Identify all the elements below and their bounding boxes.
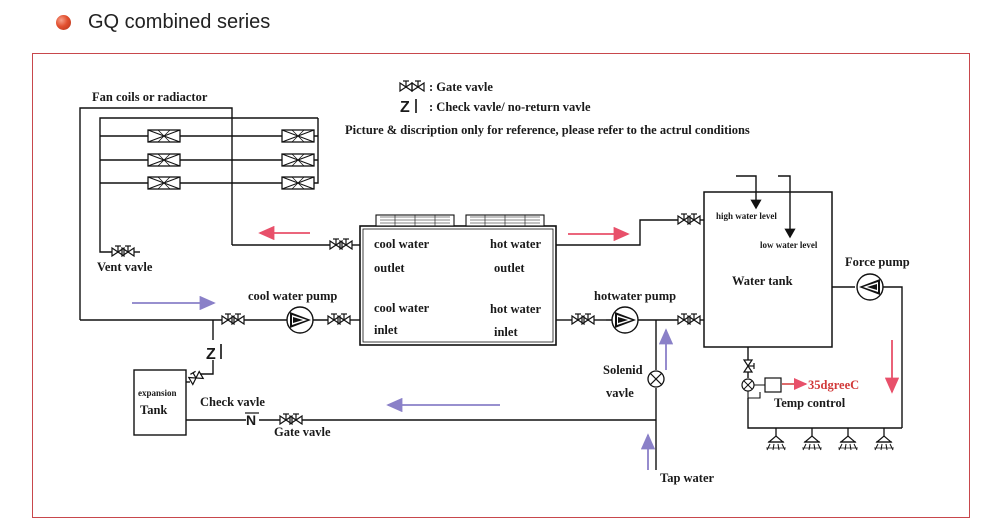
low-water-level-label: low water level — [760, 240, 818, 250]
temp-control-icon — [741, 377, 782, 399]
hot-water-inlet-label-1: hot water — [490, 302, 541, 316]
heading-text: GQ combined series — [88, 10, 271, 33]
check-valve-label: Check vavle — [200, 395, 265, 409]
svg-text:Z: Z — [206, 346, 216, 363]
legend-gate-valve: : Gate vavle — [429, 80, 493, 94]
shower-head-icon-2 — [801, 427, 823, 451]
check-valve-icon: N — [246, 412, 256, 428]
svg-text:Z: Z — [400, 99, 410, 116]
tap-water-label: Tap water — [660, 471, 715, 485]
water-tank-label: Water tank — [732, 274, 793, 288]
cool-water-outlet-label-1: cool water — [374, 237, 430, 251]
force-pump-label: Force pump — [845, 255, 910, 269]
fan-coils-group: Fan coils or radiactor Vent vavle — [79, 90, 319, 320]
shower-head-icon-3 — [837, 427, 859, 451]
legend-gate-valve-icon — [399, 80, 425, 92]
cool-water-inlet-label-1: cool water — [374, 301, 430, 315]
section-heading: GQ combined series — [56, 8, 270, 36]
solenoid-valve-icon — [647, 370, 665, 388]
bullet-icon — [56, 14, 71, 30]
gate-valve-label: Gate vavle — [274, 425, 331, 439]
hot-water-inlet-label-2: inlet — [494, 325, 518, 339]
fan-coils-label: Fan coils or radiactor — [92, 90, 208, 104]
hot-water-outlet-label-1: hot water — [490, 237, 541, 251]
diagram-frame — [32, 53, 970, 518]
reference-note: Picture & discription only for reference… — [345, 123, 750, 137]
high-water-level-label: high water level — [716, 211, 777, 221]
expansion-tank-label-2: Tank — [140, 403, 167, 417]
legend-check-valve-icon: Z — [400, 99, 417, 116]
cool-water-outlet-label-2: outlet — [374, 261, 405, 275]
expansion-tank-label-1: expansion — [138, 388, 177, 398]
hot-water-outlet-label-2: outlet — [494, 261, 525, 275]
temp-control-label: Temp control — [774, 396, 846, 410]
legend-check-valve: : Check vavle/ no-return vavle — [429, 100, 591, 114]
temp-value-label: 35dgreeC — [808, 378, 859, 392]
vent-valve-label: Vent vavle — [97, 260, 153, 274]
cool-water-pump-label: cool water pump — [248, 289, 337, 303]
shower-head-icon-1 — [765, 427, 787, 451]
solenoid-valve-label-2: vavle — [606, 386, 634, 400]
hotwater-pump-label: hotwater pump — [594, 289, 676, 303]
water-tank: high water level low water level Water t… — [703, 175, 833, 348]
expansion-tank: expansion Tank — [133, 369, 187, 436]
heat-pump-unit: cool water outlet hot water outlet cool … — [359, 214, 557, 346]
cool-water-inlet-label-2: inlet — [374, 323, 398, 337]
solenoid-valve-label-1: Solenid — [603, 363, 643, 377]
shower-head-icon-4 — [873, 427, 895, 451]
